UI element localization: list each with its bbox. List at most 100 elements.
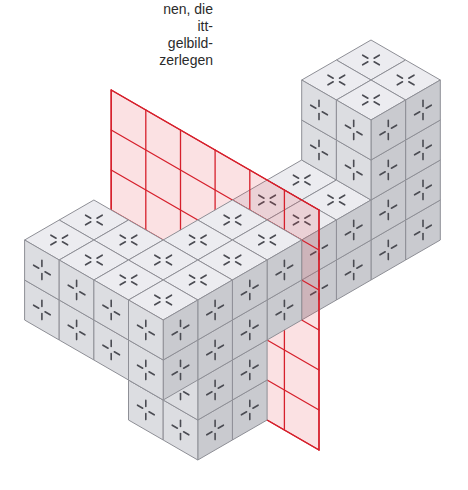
cube-right-face	[232, 260, 267, 320]
face-mark	[353, 274, 355, 280]
face-mark	[357, 265, 362, 268]
face-mark	[214, 394, 216, 400]
face-mark	[391, 165, 396, 168]
face-mark	[138, 325, 143, 328]
face-mark	[328, 82, 333, 85]
face-mark	[110, 300, 112, 306]
face-mark	[270, 235, 275, 238]
face-mark	[80, 332, 85, 335]
face-mark	[76, 280, 78, 286]
cube-left-face	[129, 300, 164, 360]
face-mark	[201, 242, 206, 245]
face-mark	[387, 254, 389, 260]
face-mark	[62, 242, 67, 245]
face-mark	[305, 182, 310, 185]
face-mark	[41, 274, 43, 280]
face-mark	[41, 300, 43, 306]
face-mark	[224, 222, 229, 225]
face-mark	[201, 275, 206, 278]
face-mark	[149, 372, 154, 375]
face-mark	[45, 272, 50, 275]
face-mark	[241, 332, 246, 335]
face-mark	[138, 365, 143, 368]
face-mark	[214, 380, 216, 386]
face-mark	[207, 352, 212, 355]
face-mark	[76, 334, 78, 340]
face-mark	[318, 100, 320, 106]
face-mark	[149, 412, 154, 415]
face-mark	[62, 235, 67, 238]
face-mark	[224, 255, 229, 258]
face-mark	[357, 225, 362, 228]
face-mark	[353, 160, 355, 166]
cube-left-face	[25, 240, 60, 300]
face-mark	[249, 374, 251, 380]
face-mark	[328, 195, 333, 198]
face-mark	[363, 102, 368, 105]
face-mark	[353, 234, 355, 240]
face-mark	[76, 294, 78, 300]
face-mark	[387, 120, 389, 126]
face-mark	[353, 174, 355, 180]
face-mark	[363, 55, 368, 58]
face-mark	[145, 400, 147, 406]
face-mark	[422, 220, 424, 226]
face-mark	[145, 360, 147, 366]
face-mark	[270, 242, 275, 245]
face-mark	[172, 425, 177, 428]
cube-left-face	[94, 280, 129, 340]
face-mark	[236, 255, 241, 258]
face-mark	[236, 215, 241, 218]
face-mark	[328, 75, 333, 78]
face-mark	[422, 140, 424, 146]
face-mark	[218, 345, 223, 348]
face-mark	[391, 245, 396, 248]
face-mark	[145, 374, 147, 380]
page-text-line: nen, die	[0, 1, 213, 18]
face-mark	[387, 240, 389, 246]
face-mark	[363, 95, 368, 98]
face-mark	[190, 275, 195, 278]
face-mark	[214, 300, 216, 306]
face-mark	[374, 95, 379, 98]
face-mark	[201, 235, 206, 238]
face-mark	[340, 75, 345, 78]
face-mark	[218, 425, 223, 428]
face-mark	[155, 262, 160, 265]
face-mark	[34, 265, 39, 268]
face-mark	[224, 262, 229, 265]
face-mark	[86, 262, 91, 265]
face-mark	[253, 405, 258, 408]
face-mark	[422, 194, 424, 200]
face-mark	[155, 255, 160, 258]
face-mark	[305, 175, 310, 178]
face-mark	[345, 165, 350, 168]
face-mark	[253, 325, 258, 328]
face-mark	[241, 372, 246, 375]
face-mark	[249, 334, 251, 340]
face-mark	[380, 132, 385, 135]
face-mark	[340, 195, 345, 198]
face-mark	[374, 102, 379, 105]
face-mark	[190, 235, 195, 238]
face-mark	[166, 295, 171, 298]
face-mark	[120, 282, 125, 285]
face-mark	[110, 314, 112, 320]
face-mark	[363, 62, 368, 65]
face-mark	[86, 215, 91, 218]
cube-right-face	[163, 300, 198, 360]
face-mark	[41, 314, 43, 320]
face-mark	[293, 175, 298, 178]
face-mark	[149, 332, 154, 335]
face-mark	[422, 114, 424, 120]
face-mark	[190, 282, 195, 285]
face-mark	[76, 320, 78, 326]
face-mark	[415, 112, 420, 115]
face-mark	[184, 392, 189, 395]
face-mark	[218, 305, 223, 308]
face-mark	[166, 302, 171, 305]
face-mark	[120, 242, 125, 245]
cube-left-face	[336, 100, 371, 160]
face-mark	[97, 215, 102, 218]
face-mark	[68, 325, 73, 328]
